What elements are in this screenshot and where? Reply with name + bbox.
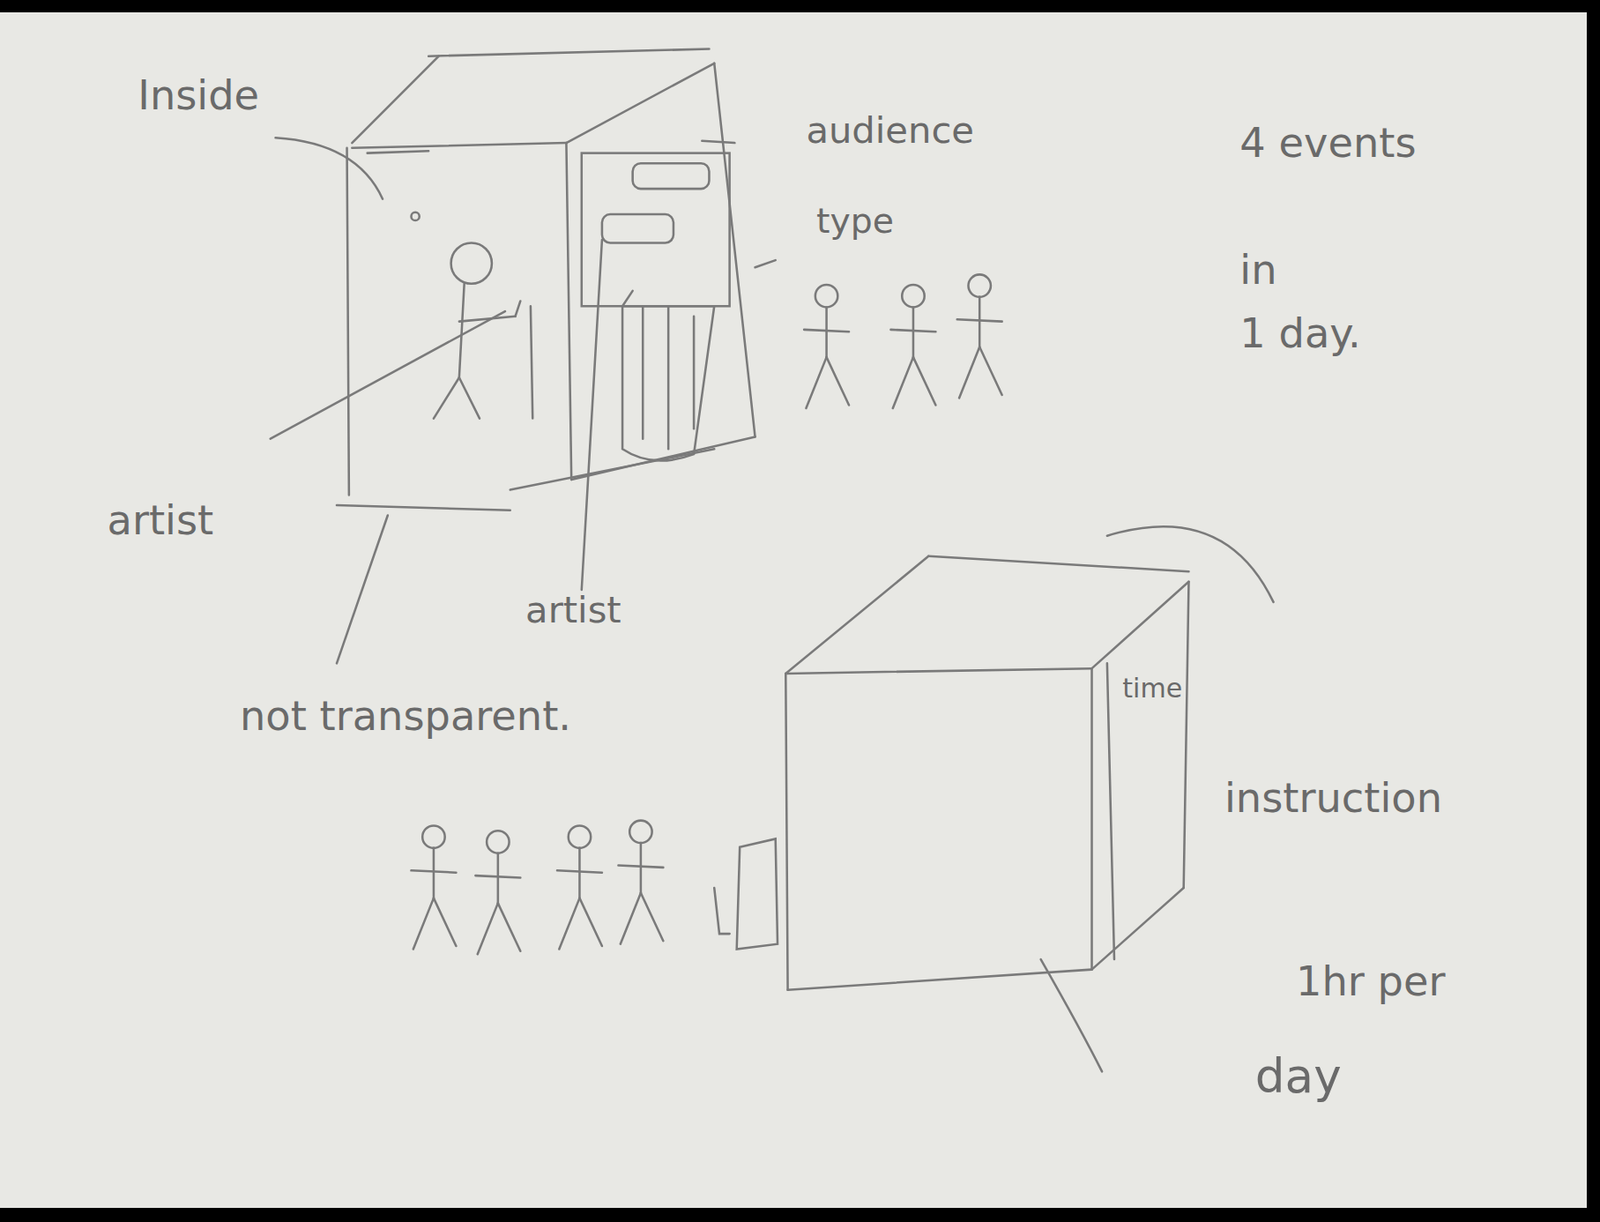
- sketch-note: artist: [525, 589, 622, 631]
- paper-ground: [0, 12, 1587, 1208]
- sketch-note: artist: [107, 498, 215, 544]
- sketch-note: 4 events: [1239, 120, 1416, 166]
- sketch-note: time: [1122, 673, 1183, 703]
- sketch-note: type: [816, 201, 894, 240]
- sketch-note: audience: [805, 110, 975, 151]
- sketch-note: in: [1239, 247, 1277, 293]
- sketch-note: day: [1255, 1050, 1342, 1103]
- sketch-note: not transparent.: [239, 693, 572, 739]
- sketch-note: 1hr per: [1295, 959, 1445, 1005]
- sketch-note: 1 day.: [1239, 311, 1361, 357]
- sketch-note: instruction: [1224, 775, 1443, 821]
- sketch-note: Inside: [137, 73, 260, 119]
